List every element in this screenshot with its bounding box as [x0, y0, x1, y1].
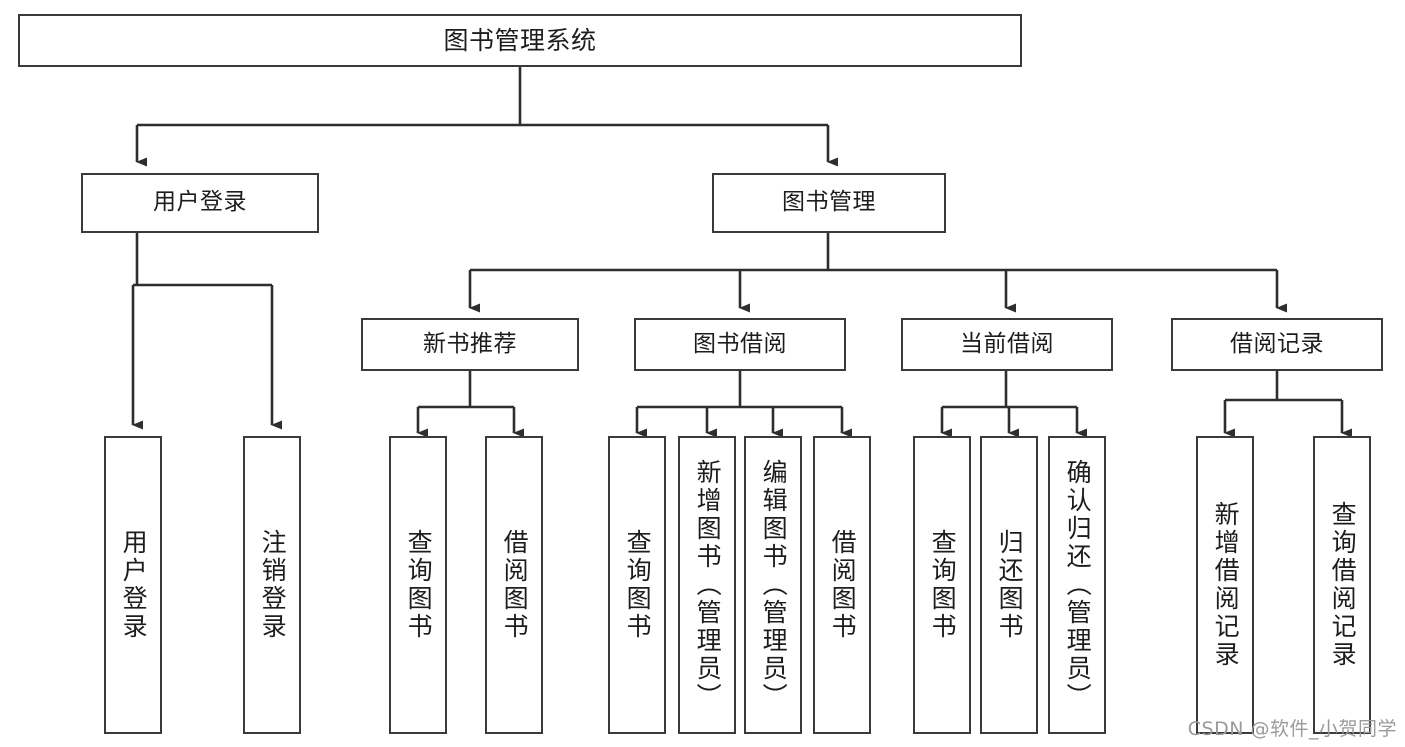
node-leaf-query-book-borrow[interactable]: 查询图书 — [608, 436, 666, 734]
node-book-borrowing[interactable]: 图书借阅 — [634, 318, 846, 371]
node-label: 图书管理系统 — [443, 25, 597, 55]
node-label: 查询图书 — [928, 529, 958, 641]
node-label: 新增图书（管理员） — [693, 459, 723, 711]
node-label: 当前借阅 — [960, 330, 1054, 357]
node-label: 查询借阅记录 — [1328, 501, 1358, 669]
node-leaf-borrow-book[interactable]: 借阅图书 — [813, 436, 871, 734]
node-label: 查询图书 — [404, 529, 434, 641]
node-new-book-recommendation[interactable]: 新书推荐 — [361, 318, 579, 371]
node-root-book-management-system[interactable]: 图书管理系统 — [18, 14, 1022, 67]
node-leaf-logout[interactable]: 注销登录 — [243, 436, 301, 734]
node-user-login[interactable]: 用户登录 — [81, 173, 319, 233]
node-leaf-add-borrow-record[interactable]: 新增借阅记录 — [1196, 436, 1254, 734]
node-label: 新增借阅记录 — [1211, 501, 1241, 669]
node-leaf-query-book-newbook[interactable]: 查询图书 — [389, 436, 447, 734]
node-label: 用户登录 — [153, 189, 247, 216]
node-leaf-edit-book-admin[interactable]: 编辑图书（管理员） — [744, 436, 802, 734]
node-label: 编辑图书（管理员） — [759, 459, 789, 711]
node-borrowing-record[interactable]: 借阅记录 — [1171, 318, 1383, 371]
node-label: 图书借阅 — [693, 330, 787, 357]
node-leaf-user-login[interactable]: 用户登录 — [104, 436, 162, 734]
node-label: 图书管理 — [782, 189, 876, 216]
node-book-management[interactable]: 图书管理 — [712, 173, 946, 233]
node-label: 借阅图书 — [828, 529, 858, 641]
node-label: 借阅记录 — [1230, 330, 1324, 357]
node-label: 确认归还（管理员） — [1063, 459, 1093, 711]
node-leaf-query-borrow-record[interactable]: 查询借阅记录 — [1313, 436, 1371, 734]
node-leaf-add-book-admin[interactable]: 新增图书（管理员） — [678, 436, 736, 734]
node-label: 借阅图书 — [500, 529, 530, 641]
node-label: 归还图书 — [995, 529, 1025, 641]
node-leaf-query-book-current[interactable]: 查询图书 — [913, 436, 971, 734]
node-leaf-return-book[interactable]: 归还图书 — [980, 436, 1038, 734]
node-label: 注销登录 — [258, 529, 288, 641]
node-label: 新书推荐 — [423, 330, 517, 357]
node-label: 用户登录 — [119, 529, 149, 641]
node-leaf-confirm-return-admin[interactable]: 确认归还（管理员） — [1048, 436, 1106, 734]
node-current-borrowing[interactable]: 当前借阅 — [901, 318, 1113, 371]
node-leaf-borrow-book-newbook[interactable]: 借阅图书 — [485, 436, 543, 734]
node-label: 查询图书 — [623, 529, 653, 641]
